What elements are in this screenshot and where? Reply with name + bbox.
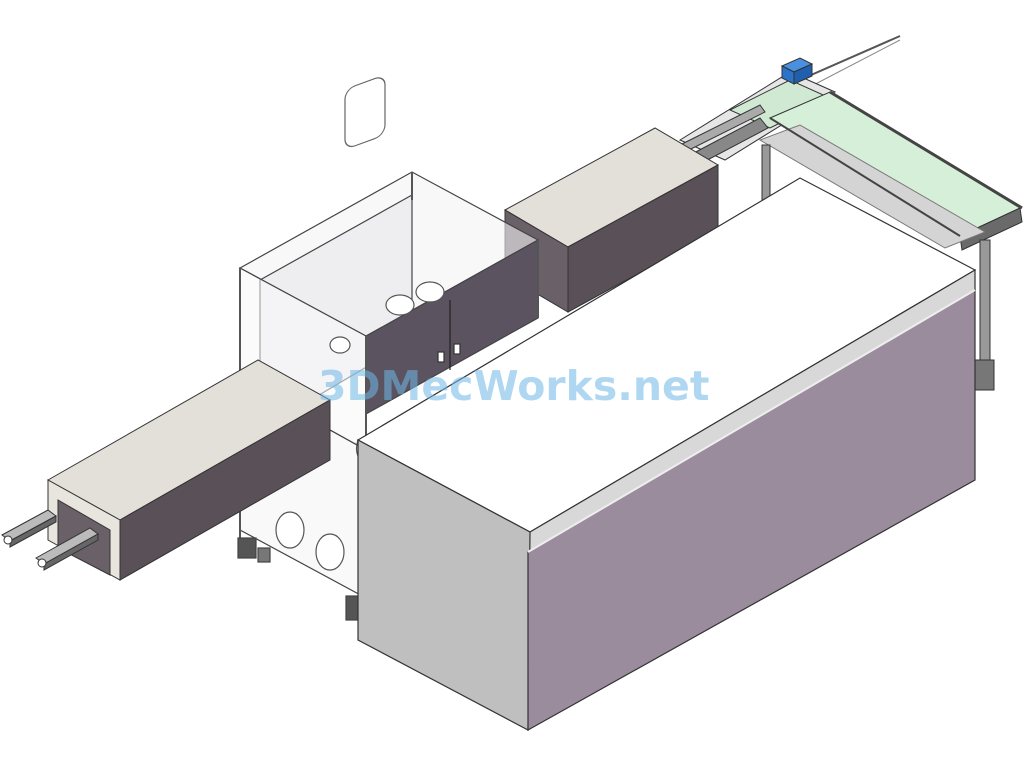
outfeed-rails [1,509,99,571]
motor-icon [780,57,814,85]
main-table [355,177,977,732]
caster-icon [237,537,361,621]
infeed-conveyor [678,35,1023,391]
roller-icon [329,281,445,354]
